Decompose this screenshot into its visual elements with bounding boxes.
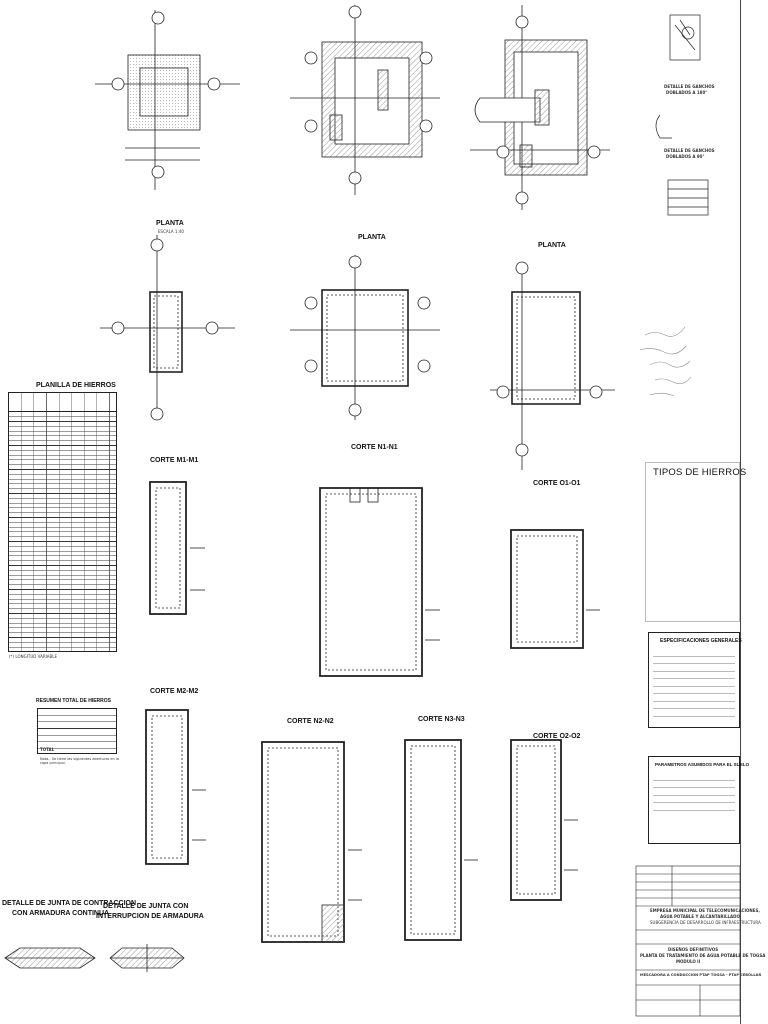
title-block-grid [635, 865, 741, 1017]
joint-detail-2-line1: DETALLE DE JUNTA CON [103, 903, 189, 910]
section-title-n2: CORTE N2-N2 [287, 718, 334, 725]
rebar-schedule-table [8, 392, 117, 652]
title-org-2: AGUA POTABLE Y ALCANTARILLADO [660, 914, 740, 919]
hook-details [655, 14, 709, 216]
summary-table [37, 708, 117, 754]
summary-note: Nota.- Se tiene las siguientes aberturas… [40, 757, 119, 765]
title-project-3: MODULO II [676, 959, 701, 964]
section-title-n1: CORTE N1-N1 [351, 444, 398, 451]
summary-title: RESUMEN TOTAL DE HIERROS [36, 698, 112, 704]
section-title-m2: CORTE M2-M2 [150, 688, 199, 695]
section-title-o1: CORTE O1-O1 [533, 480, 581, 487]
title-project-2: PLANTA DE TRATAMIENTO DE AGUA POTABLE DE… [640, 953, 766, 958]
schedule-header [9, 393, 116, 412]
schedule-title: PLANILLA DE HIERROS [36, 382, 116, 389]
title-project-1: DISEÑOS DEFINITIVOS [668, 947, 719, 952]
rebar-types-panel [645, 462, 740, 622]
top-plan-3 [470, 5, 610, 210]
section-o2 [510, 739, 578, 901]
soil-text-lines [653, 773, 735, 813]
plan-m [100, 235, 235, 421]
section-m1 [149, 481, 205, 615]
joint-details [4, 944, 185, 972]
plan-title-2: PLANTA [358, 234, 386, 241]
margin-handwriting [639, 326, 692, 397]
hook-detail-90-line1: DETALLE DE GANCHOS [664, 148, 715, 153]
hook-detail-90-line2: DOBLADOS A 90° [666, 154, 705, 159]
title-org-1: EMPRESA MUNICIPAL DE TELECOMUNICACIONES, [650, 908, 760, 913]
section-o1 [510, 529, 600, 649]
schedule-note: (*) LONGITUD VARIABLE [9, 654, 58, 659]
top-plan-2 [290, 5, 440, 195]
soil-title: PARAMETROS ASUMIDOS PARA EL SUELO [655, 762, 750, 767]
section-title-m1: CORTE M1-M1 [150, 457, 199, 464]
plan-n [290, 255, 440, 420]
joint-detail-1-line2: CON ARMADURA CONTINUA [12, 910, 110, 917]
soil-params-panel [648, 756, 740, 844]
hook-detail-180-line1: DETALLE DE GANCHOS [664, 84, 715, 89]
section-title-n3: CORTE N3-N3 [418, 716, 465, 723]
scale-note: ESCALA 1:40 [158, 229, 184, 234]
plan-o [490, 261, 615, 470]
section-n3 [404, 739, 478, 941]
general-specs-panel [648, 632, 740, 728]
section-n2 [261, 741, 362, 943]
section-title-o2: CORTE O2-O2 [533, 733, 581, 740]
specs-title: ESPECIFICACIONES GENERALES [660, 638, 742, 644]
section-n1 [319, 487, 440, 677]
plan-title-1: PLANTA [156, 220, 184, 227]
section-m2 [145, 709, 206, 865]
plan-title-3: PLANTA [538, 242, 566, 249]
title-drawing: MESCADORA A CONDUCCION PTAP TOGSA - PTAP… [640, 973, 762, 977]
joint-detail-1-line1: DETALLE DE JUNTA DE CONTRACCION [2, 900, 137, 907]
title-org-3: SUBGERENCIA DE DESARROLLO DE INFRAESTRUC… [650, 920, 761, 925]
rebar-types-title: TIPOS DE HIERROS [653, 467, 747, 478]
sheet-border [740, 0, 741, 1024]
hook-detail-180-line2: DOBLADOS A 180° [666, 90, 708, 95]
specs-text-lines [653, 649, 735, 723]
top-plan-1 [95, 10, 240, 190]
summary-total-label: TOTAL [40, 747, 55, 752]
joint-detail-2-line2: INTERRUPCION DE ARMADURA [96, 913, 204, 920]
